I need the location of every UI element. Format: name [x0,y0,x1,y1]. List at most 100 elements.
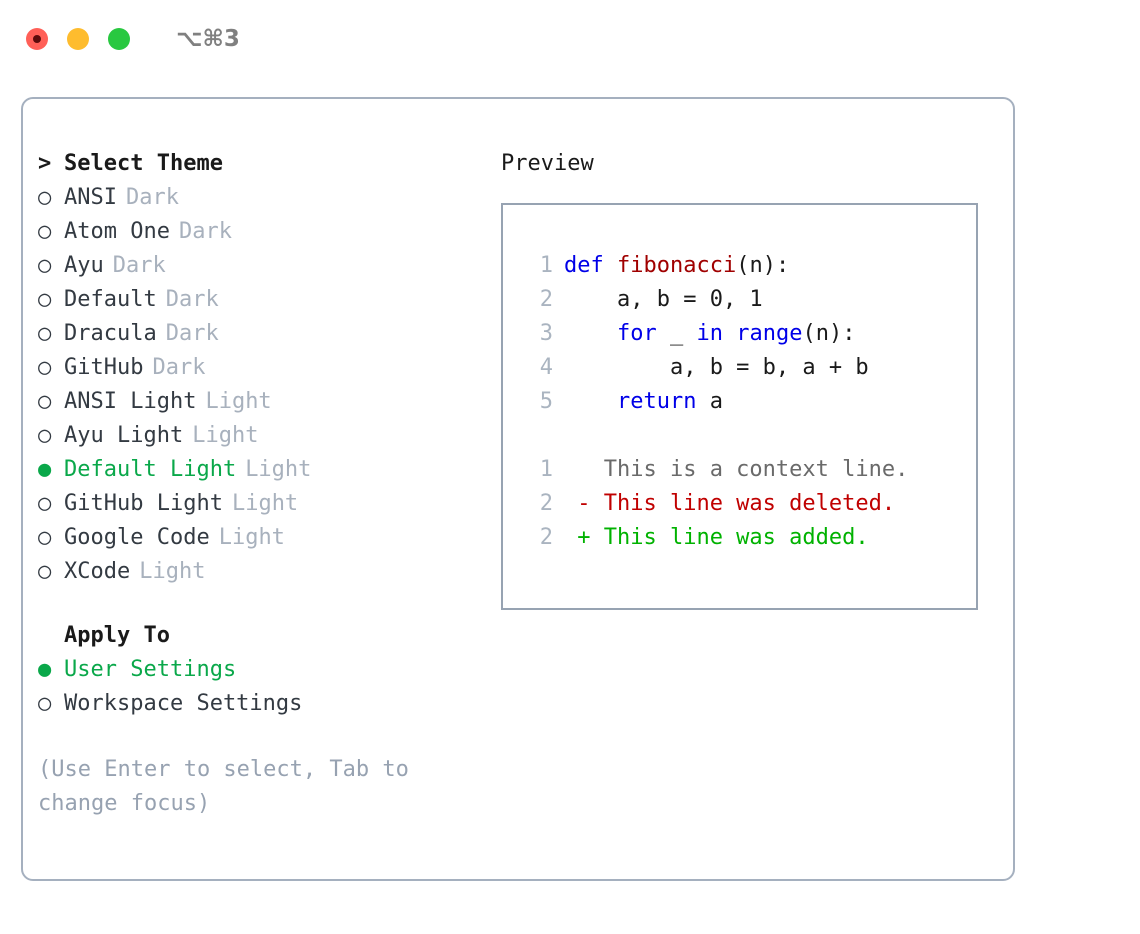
apply-to-option[interactable]: ● User Settings [38,653,508,687]
theme-name-label: Atom One [64,219,170,244]
line-number: 2 [539,287,553,312]
radio-selected-icon[interactable]: ● [38,457,52,482]
radio-unselected-icon[interactable]: ○ [38,525,52,550]
theme-kind-badge: Dark [165,321,219,346]
theme-list-item[interactable]: ○ Atom One Dark [38,215,508,249]
code-line-text: a, b = b, a + b [564,351,869,385]
code-token: a, b = b, a + b [564,355,869,380]
radio-unselected-icon[interactable]: ○ [38,219,52,244]
title-bar: ⌥⌘3 [0,0,1140,78]
radio-selected-icon[interactable]: ● [38,657,52,682]
radio-unselected-icon[interactable]: ○ [38,423,52,448]
apply-to-section: Apply To ● User Settings ○ Workspace Settin… [38,619,508,721]
theme-kind-badge: Light [245,457,312,482]
code-token [723,321,736,346]
theme-kind-badge: Light [231,491,299,516]
theme-name-label: Default [64,287,157,312]
radio-unselected-icon[interactable]: ○ [38,559,52,584]
theme-kind-badge: Light [192,423,259,448]
diff-line: 1 This is a context line. [519,453,976,487]
diff-line: 2 + This line was added. [519,521,976,555]
theme-name-label: GitHub Light [64,491,223,516]
theme-kind-badge: Light [218,525,285,550]
code-token [564,321,617,346]
line-number: 4 [539,355,553,380]
theme-name-label: XCode [64,559,131,584]
theme-name-label: Google Code [64,525,210,550]
code-token: in [696,321,723,346]
code-token: fibonacci [616,253,737,278]
diff-line: 2 - This line was deleted. [519,487,976,521]
apply-to-title: Apply To [64,623,170,648]
radio-unselected-icon[interactable]: ○ [38,389,52,414]
radio-unselected-icon[interactable]: ○ [38,253,52,278]
theme-kind-badge: Light [205,389,272,414]
theme-kind-badge: Dark [152,355,206,380]
line-number: 2 [539,525,553,550]
radio-unselected-icon[interactable]: ○ [38,355,52,380]
keyboard-shortcut-label: ⌥⌘3 [176,26,240,52]
diff-line-text: This is a context line. [564,457,909,482]
theme-name-label: ANSI [64,185,117,210]
radio-unselected-icon[interactable]: ○ [38,491,52,516]
code-token: def [564,253,617,278]
theme-kind-badge: Dark [112,253,166,278]
theme-name-label: Ayu Light [64,423,184,448]
code-line-text: def fibonacci(n): [564,249,789,283]
close-button[interactable] [26,28,48,50]
window-controls [26,28,130,50]
line-number: 5 [539,389,553,414]
maximize-button[interactable] [108,28,130,50]
code-token: range [736,321,803,346]
theme-list-item[interactable]: ○ ANSI Dark [38,181,508,215]
radio-unselected-icon[interactable]: ○ [38,321,52,346]
apply-to-options: ● User Settings ○ Workspace Settings [38,653,508,721]
theme-list-item[interactable]: ○ ANSI Light Light [38,385,508,419]
theme-list-item[interactable]: ○ Google Code Light [38,521,508,555]
apply-to-label: Workspace Settings [64,691,303,716]
apply-to-option[interactable]: ○ Workspace Settings [38,687,508,721]
theme-name-label: ANSI Light [64,389,197,414]
code-line: 1 def fibonacci(n): [519,249,976,283]
theme-list-item[interactable]: ○ GitHub Light Light [38,487,508,521]
theme-list-item[interactable]: ● Default Light Light [38,453,508,487]
radio-unselected-icon[interactable]: ○ [38,691,52,716]
theme-name-label: Dracula [64,321,157,346]
theme-name-label: Default Light [64,457,237,482]
radio-unselected-icon[interactable]: ○ [38,287,52,312]
code-token: (n): [736,253,790,278]
theme-list-item[interactable]: ○ Ayu Light Light [38,419,508,453]
prompt-caret-icon: > [38,151,52,176]
code-line: 5 return a [519,385,976,419]
line-number: 1 [539,253,553,278]
code-line: 3 for _ in range(n): [519,317,976,351]
code-line: 4 a, b = b, a + b [519,351,976,385]
recording-indicator-icon [33,35,41,43]
theme-kind-badge: Dark [178,219,232,244]
diff-sample: 1 This is a context line.2 - This line w… [519,453,976,555]
code-token: for [616,321,657,346]
preview-title: Preview [501,151,594,176]
minimize-button[interactable] [67,28,89,50]
theme-list-item[interactable]: ○ Dracula Dark [38,317,508,351]
preview-spacer [519,419,976,453]
apply-to-label: User Settings [64,657,237,682]
theme-kind-badge: Dark [125,185,179,210]
theme-list-item[interactable]: ○ GitHub Dark [38,351,508,385]
code-token: _ [656,321,697,346]
code-token: a [696,389,723,414]
code-token: (n): [802,321,856,346]
page-title: Select Theme [64,151,223,176]
theme-name-label: GitHub [64,355,144,380]
radio-unselected-icon[interactable]: ○ [38,185,52,210]
